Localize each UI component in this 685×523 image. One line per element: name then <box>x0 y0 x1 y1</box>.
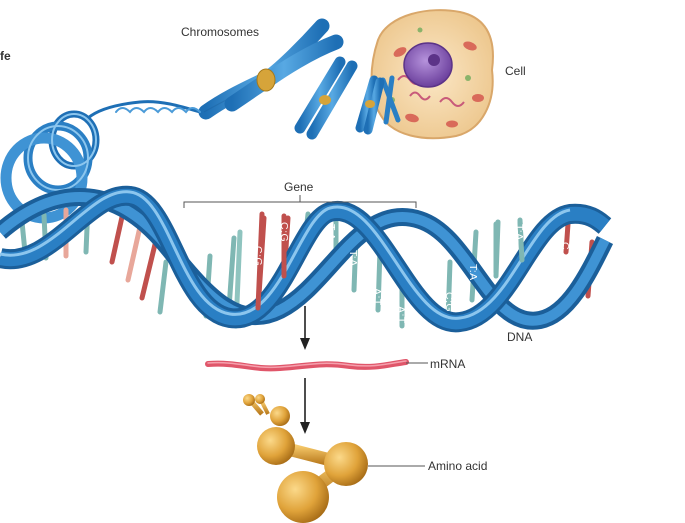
edge-text-fragment: fe <box>0 49 11 63</box>
nucleus <box>403 42 453 88</box>
base-pair-label: T:A <box>325 224 337 241</box>
mrna-strand <box>205 359 428 372</box>
gene-label: Gene <box>284 180 314 194</box>
amino-acid-label: Amino acid <box>428 459 487 473</box>
chromosomes-illustration <box>198 18 385 140</box>
base-pair-label: C:G <box>278 222 290 242</box>
cell-illustration <box>370 9 494 140</box>
mrna-label: mRNA <box>430 357 465 371</box>
base-pair-labels: C:G C:G T:A T:A A:T A:T C:G T:A T:A C <box>252 222 571 324</box>
gene-bracket <box>183 195 417 208</box>
base-pair-label: T:A <box>513 224 525 241</box>
base-pair-label: C <box>559 242 571 250</box>
amino-acid-molecule <box>243 394 425 523</box>
cell-label: Cell <box>505 64 526 78</box>
dna-label: DNA <box>507 330 532 344</box>
base-pair-label: A:T <box>371 288 383 306</box>
translation-arrow <box>300 378 310 434</box>
base-pair-label: C:G <box>443 292 455 312</box>
chromosomes-label: Chromosomes <box>181 25 259 39</box>
base-pair-label: C:G <box>252 246 264 266</box>
base-pair-label: A:T <box>395 306 407 324</box>
base-pair-label: T:A <box>347 250 359 267</box>
transcription-arrow <box>300 306 310 350</box>
base-pair-label: T:A <box>467 264 479 281</box>
dna-double-helix <box>0 185 614 333</box>
